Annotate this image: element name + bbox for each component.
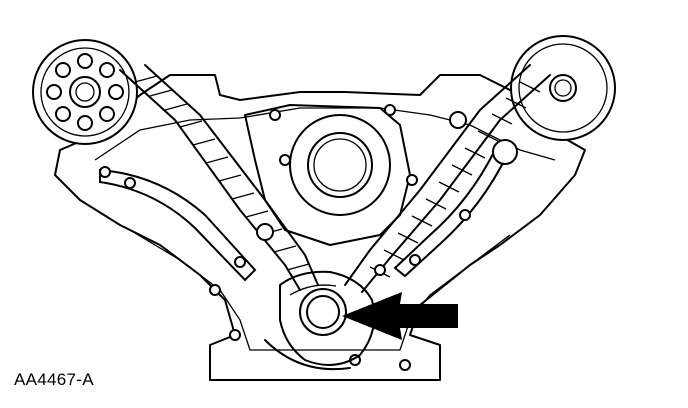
central-housing: [244, 104, 411, 246]
crankshaft-front-seal: [299, 288, 347, 336]
right-cam-sprocket: [510, 35, 616, 141]
lower-cover-contour: [129, 229, 511, 351]
inner-casting-ridge: [94, 107, 556, 161]
left-cam-sprocket: [32, 39, 138, 145]
crankshaft-area: [264, 270, 376, 371]
left-timing-chain: [119, 64, 319, 291]
cover-bolts: [99, 104, 518, 371]
left-chain-tensioner-arm: [99, 168, 257, 282]
indicator-arrow: [342, 292, 458, 340]
figure-code-label: AA4467-A: [14, 370, 94, 389]
right-chain-guide: [393, 148, 509, 278]
